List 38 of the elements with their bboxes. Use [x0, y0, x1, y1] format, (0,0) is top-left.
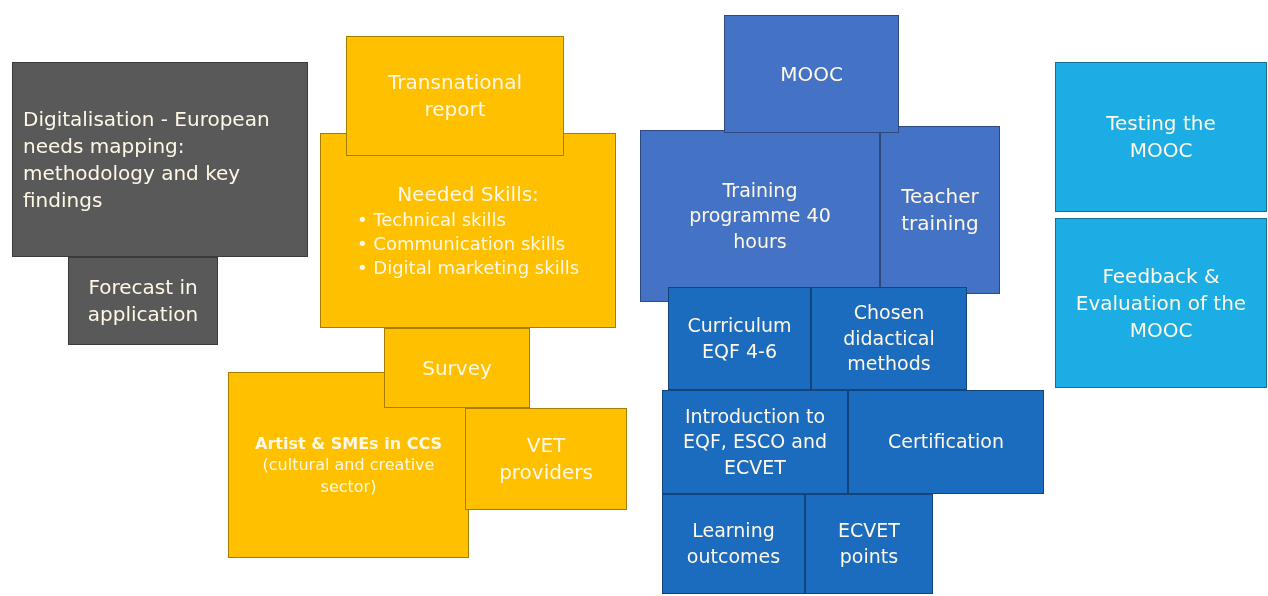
box-label: Artist & SMEs in CCS (cultural and creative sector)	[254, 432, 443, 498]
box-label: Survey	[422, 354, 492, 382]
box-label: Training programme 40 hours	[688, 177, 832, 254]
evaluation-box	[1055, 218, 1267, 388]
curriculum-box	[668, 287, 811, 390]
points-box	[805, 494, 933, 594]
box-label: Digitalisation - European needs mapping: methodology and key findings	[23, 105, 271, 214]
forecast-box	[68, 257, 218, 345]
box-label: Learning outcomes	[685, 518, 782, 569]
box-label: VET providers	[499, 432, 593, 486]
report-box	[346, 36, 564, 156]
testing-box	[1055, 62, 1267, 212]
box-label: ECVET points	[837, 518, 901, 569]
box-label: Certification	[888, 429, 1004, 455]
certification-box	[848, 390, 1044, 494]
box-label: Feedback & Evaluation of the MOOC	[1074, 262, 1248, 344]
box-label: Testing the MOOC	[1105, 110, 1217, 164]
skills-box	[320, 133, 616, 328]
box-label: MOOC	[780, 60, 843, 88]
survey-box	[384, 328, 530, 408]
methods-box	[811, 287, 967, 390]
box-label: Teacher training	[900, 183, 980, 237]
outcomes-box	[662, 494, 805, 594]
box-heading: Needed Skills:	[397, 180, 539, 208]
training-box	[880, 126, 1000, 294]
bullet-item: • Digital marketing skills	[356, 256, 580, 281]
providers-box	[465, 408, 627, 510]
bullet-item: • Communication skills	[356, 231, 567, 256]
introduction-box	[662, 390, 848, 494]
mooc-box	[724, 15, 899, 133]
box-label: Transnational report	[387, 69, 523, 123]
programme-box	[640, 130, 880, 302]
box-label: Chosen didactical methods	[842, 300, 936, 377]
box-label: Curriculum EQF 4-6	[686, 312, 793, 364]
needs-mapping-box	[12, 62, 308, 257]
box-label: Introduction to EQF, ESCO and ECVET	[681, 403, 828, 480]
bullet-item: • Technical skills	[356, 207, 507, 232]
box-label: Forecast in application	[86, 274, 200, 328]
